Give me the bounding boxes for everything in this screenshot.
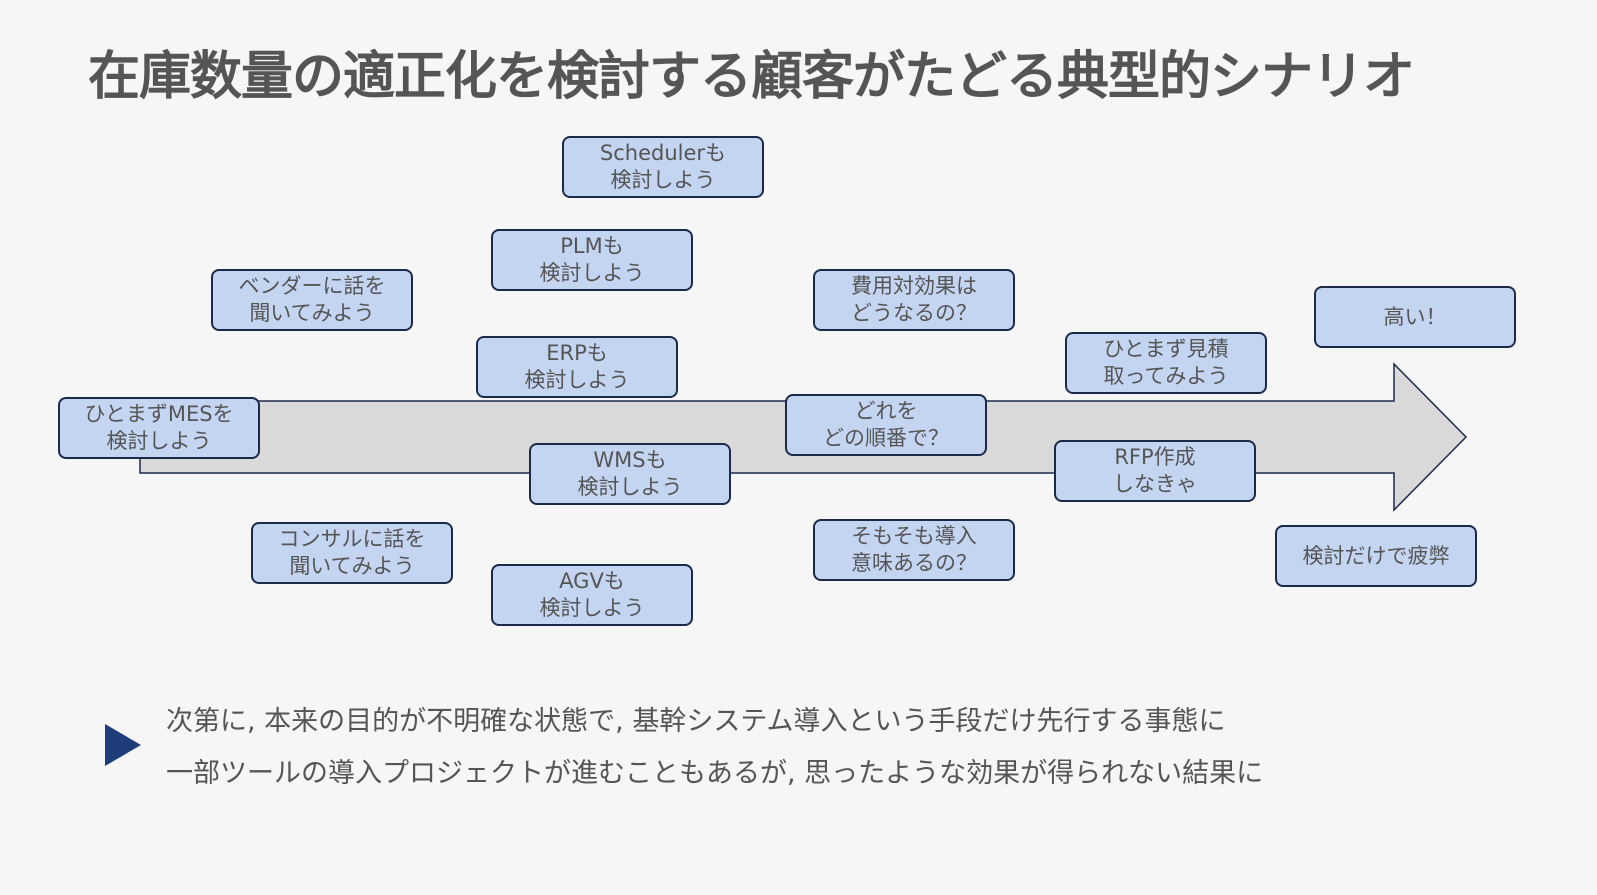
step-erp-label: ERPも 検討しよう [524,341,630,392]
step-scheduler: Schedulerも 検討しよう [562,136,764,198]
step-exhausted: 検討だけで疲弊 [1275,525,1477,587]
step-meaning-label: そもそも導入 意味あるの？ [851,524,977,575]
step-consultant-label: コンサルに話を 聞いてみよう [278,527,426,578]
step-cost-effectiveness: 費用対効果は どうなるの？ [813,269,1015,331]
step-mes: ひとまずMESを 検討しよう [58,397,260,459]
step-wms: WMSも 検討しよう [529,443,731,505]
step-which-order: どれを どの順番で？ [785,394,987,456]
step-exhausted-label: 検討だけで疲弊 [1302,543,1450,568]
step-consultant: コンサルに話を 聞いてみよう [251,522,453,584]
step-estimate: ひとまず見積 取ってみよう [1065,332,1267,394]
step-erp: ERPも 検討しよう [476,336,678,398]
step-which-order-label: どれを どの順番で？ [823,399,949,450]
step-vendor-label: ベンダーに話を 聞いてみよう [238,274,386,325]
step-plm-label: PLMも 検討しよう [539,234,645,285]
step-wms-label: WMSも 検討しよう [577,448,683,499]
step-rfp: RFP作成 しなきゃ [1054,440,1256,502]
step-cost-effectiveness-label: 費用対効果は どうなるの？ [851,274,977,325]
step-plm: PLMも 検討しよう [491,229,693,291]
step-meaning: そもそも導入 意味あるの？ [813,519,1015,581]
conclusion-line-2: 一部ツールの導入プロジェクトが進むこともあるが, 思ったような効果が得られない結… [166,758,1264,789]
conclusion-text: 次第に, 本来の目的が不明確な状態で, 基幹システム導入という手段だけ先行する事… [166,696,1263,800]
step-expensive-label: 高い！ [1383,304,1447,329]
step-agv: AGVも 検討しよう [491,564,693,626]
step-agv-label: AGVも 検討しよう [539,569,645,620]
step-estimate-label: ひとまず見積 取ってみよう [1103,337,1229,388]
bullet-triangle-icon [105,724,141,766]
step-rfp-label: RFP作成 しなきゃ [1113,445,1197,496]
page-title: 在庫数量の適正化を検討する顧客がたどる典型的シナリオ [88,47,1415,107]
step-expensive: 高い！ [1314,286,1516,348]
step-vendor: ベンダーに話を 聞いてみよう [211,269,413,331]
step-scheduler-label: Schedulerも 検討しよう [599,141,727,192]
step-mes-label: ひとまずMESを 検討しよう [84,402,234,453]
conclusion-line-1: 次第に, 本来の目的が不明確な状態で, 基幹システム導入という手段だけ先行する事… [166,706,1226,737]
